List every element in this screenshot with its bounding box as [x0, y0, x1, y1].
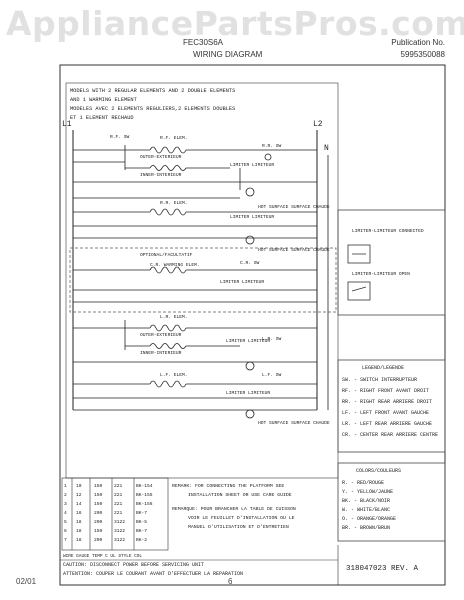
legend-item: RF. - RIGHT FRONT AVANT DROIT — [342, 388, 429, 394]
remark-line: VOIR LE FEUILLET D'INSTALLATION OU LE — [188, 515, 295, 521]
remark-line: REMARK: FOR CONNECTING THE PLATFORM SEE — [172, 483, 284, 489]
wire-table-cell: BK-5 — [136, 519, 147, 525]
wire-table-cell: 16 — [76, 510, 82, 516]
wire-table-cell: BK-2 — [136, 537, 147, 543]
publication-label: Publication No. — [391, 38, 445, 47]
legend-item: RR. - RIGHT REAR ARRIERE DROIT — [342, 399, 432, 405]
wire-table-footer: WIRE GAUGE TEMP C UL STYLE COL — [63, 554, 142, 559]
wire-table-cell: BK-7 — [136, 528, 147, 534]
remark-line: MANUEL D'UTILISATION ET D'ENTRETIEN — [188, 524, 289, 530]
lr-outer-label: OUTER-EXTERIEUR — [140, 332, 182, 338]
lr-elem-label: L.R. ELEM. — [160, 314, 188, 320]
lf-hot-surface-label: HOT SURFACE SURFACE CHAUDE — [258, 420, 330, 426]
rf-inner-label: INNER-INTERIEUR — [140, 172, 182, 178]
limiter-open-label: LIMITER-LIMITEUR OPEN — [352, 271, 410, 277]
wire-table-cell: 221 — [114, 483, 123, 489]
models-note-1: MODELS WITH 2 REGULAR ELEMENTS AND 2 DOU… — [70, 88, 235, 94]
footer-date: 02/01 — [16, 577, 37, 586]
rf-outer-label: OUTER-EXTERIEUR — [140, 154, 182, 160]
remark-line: INSTALLATION SHEET OR USE CARE GUIDE — [188, 492, 292, 498]
legend-item: LF. - LEFT FRONT AVANT GAUCHE — [342, 410, 429, 416]
color-item: Y. - YELLOW/JAUNE — [342, 489, 393, 495]
caution-line: CAUTION: DISCONNECT POWER BEFORE SERVICI… — [63, 562, 204, 568]
lf-elem-label: L.F. ELEM. — [160, 372, 188, 378]
wire-table-cell: 200 — [94, 519, 103, 525]
color-item: R. - RED/ROUGE — [342, 480, 384, 486]
neutral-label: N — [324, 144, 329, 153]
color-item: W. - WHITE/BLANC — [342, 507, 390, 513]
models-note-2: AND 1 WARMING ELEMENT — [70, 97, 137, 103]
cr-elem-label: C.R. WARMING ELEM. — [150, 262, 200, 268]
legend-item: LR. - LEFT REAR ARRIERE GAUCHE — [342, 421, 432, 427]
lr-inner-label: INNER-INTERIEUR — [140, 350, 182, 356]
wire-table-cell: 221 — [114, 492, 123, 498]
wire-table-cell: 10 — [76, 483, 82, 489]
wire-table-cell: 18 — [76, 528, 82, 534]
wire-table-cell: BK-154 — [136, 483, 153, 489]
rr-elem-label: R.R. ELEM. — [160, 200, 188, 206]
wire-table-cell: 3122 — [114, 537, 125, 543]
lr-limiter-label: LIMITER LIMITEUR — [226, 338, 270, 344]
remark-line: REMARQUE: POUR BRANCHER LA TABLE DE CUIS… — [172, 506, 296, 512]
wire-table-cell: 221 — [114, 510, 123, 516]
page-number: 6 — [228, 577, 233, 586]
wire-table-cell: 18 — [76, 519, 82, 525]
part-number: 318047023 REV. A — [346, 565, 419, 573]
legend-title: LEGEND/LEGENDE — [362, 365, 404, 371]
limiter-connected-label: LIMITER-LIMITEUR CONNECTED — [352, 228, 424, 234]
rr-hot-surface-label: HOT SURFACE SURFACE CHAUDE — [258, 247, 330, 253]
wire-table-cell: 3 — [64, 501, 67, 507]
caution-line: ATTENTION: COUPER LE COURANT AVANT D'EFF… — [63, 571, 243, 577]
lf-limiter-label: LIMITER LIMITEUR — [226, 390, 270, 396]
wire-table-cell: 3122 — [114, 519, 125, 525]
wire-table-cell: 150 — [94, 501, 103, 507]
wire-table-cell: BK-156 — [136, 501, 153, 507]
rr-switch-label: R.R. SW — [262, 143, 282, 149]
wire-table-cell: 150 — [94, 492, 103, 498]
wire-table-cell: BK-155 — [136, 492, 153, 498]
optional-label: OPTIONAL/FACULTATIF — [140, 252, 193, 258]
wire-table-cell: 4 — [64, 510, 67, 516]
color-item: O. - ORANGE/ORANGE — [342, 516, 396, 522]
lr-switch-label: L.R. SW — [262, 336, 282, 342]
wire-table-cell: BK-7 — [136, 510, 147, 516]
rf-elem-label: R.F. ELEM. — [160, 135, 188, 141]
watermark-logo: AppliancePartsPros.com — [6, 4, 464, 43]
publication-number: 5995350088 — [400, 50, 446, 59]
wire-table-cell: 3122 — [114, 528, 125, 534]
rf-switch-label: R.F. SW — [110, 134, 130, 140]
legend-item: CR. - CENTER REAR ARRIERE CENTRE — [342, 432, 438, 438]
cr-switch-label: C.R. SW — [240, 260, 260, 266]
color-item: BR. - BROWN/BRUN — [342, 525, 390, 531]
wire-table-cell: 1 — [64, 483, 67, 489]
cr-limiter-label: LIMITER LIMITEUR — [220, 279, 264, 285]
wire-table-cell: 14 — [76, 501, 82, 507]
models-note-4: ET 1 ELEMENT RECHAUD — [70, 115, 134, 121]
line-l1-label: L1 — [62, 120, 72, 129]
wire-table-cell: 12 — [76, 492, 82, 498]
wire-table-cell: 5 — [64, 519, 67, 525]
wire-table-cell: 6 — [64, 528, 67, 534]
wire-table-cell: 200 — [94, 537, 103, 543]
wire-table-cell: 221 — [114, 501, 123, 507]
rf-limiter-label: LIMITER LIMITEUR — [230, 162, 274, 168]
wire-table-cell: 150 — [94, 528, 103, 534]
colors-title: COLORS/COULEURS — [356, 468, 401, 474]
line-l2-label: L2 — [313, 120, 323, 129]
color-item: BK. - BLACK/NOIR — [342, 498, 390, 504]
wire-table-cell: 2 — [64, 492, 67, 498]
legend-item: SW. - SWITCH INTERRUPTEUR — [342, 377, 417, 383]
wire-table-cell: 7 — [64, 537, 67, 543]
wire-table-cell: 200 — [94, 510, 103, 516]
rr-limiter-label: LIMITER LIMITEUR — [230, 214, 274, 220]
diagram-title: WIRING DIAGRAM — [193, 50, 263, 59]
lf-switch-label: L.F. SW — [262, 372, 282, 378]
model-number: FEC30S6A — [183, 38, 224, 47]
rf-hot-surface-label: HOT SURFACE SURFACE CHAUDE — [258, 204, 330, 210]
models-note-3: MODELES AVEC 2 ELEMENTS REGULIERS,2 ELEM… — [70, 106, 235, 112]
wire-table-cell: 150 — [94, 483, 103, 489]
wire-table-cell: 18 — [76, 537, 82, 543]
